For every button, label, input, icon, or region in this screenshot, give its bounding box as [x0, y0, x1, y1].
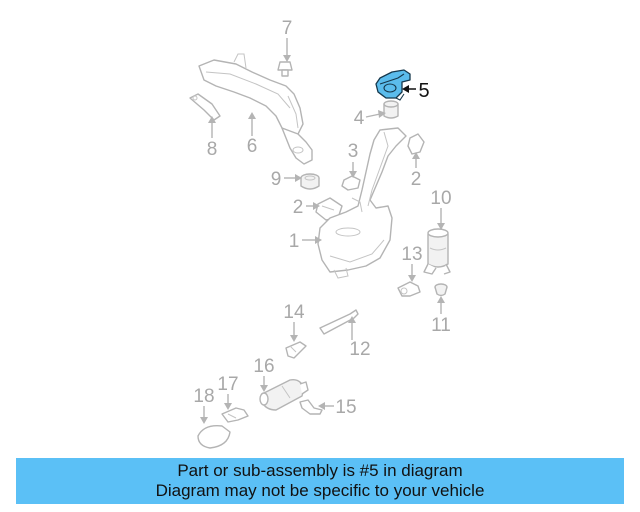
leader-lines	[200, 38, 445, 424]
part-9-grommet	[300, 173, 320, 190]
part-13-connector	[397, 281, 421, 297]
callout-15: 15	[335, 397, 356, 418]
callout-14: 14	[283, 302, 305, 323]
part-10-washer-pump	[423, 228, 451, 275]
callout-10: 10	[430, 188, 451, 209]
callout-8: 8	[207, 139, 218, 160]
part-2-clip-right	[407, 133, 425, 155]
callout-4: 4	[354, 108, 365, 129]
part-7-bolt	[277, 61, 293, 77]
callout-16: 16	[253, 356, 274, 377]
part-17-nozzle	[221, 407, 249, 423]
callout-7: 7	[282, 18, 293, 39]
callout-5-highlighted: 5	[418, 80, 429, 102]
callout-18: 18	[193, 386, 214, 407]
part-16-pump	[259, 378, 309, 411]
callout-1: 1	[289, 231, 300, 252]
part-11-seal	[434, 283, 448, 297]
banner-disclaimer-line: Diagram may not be specific to your vehi…	[155, 481, 485, 500]
callout-11: 11	[431, 315, 451, 336]
callout-2-right: 2	[411, 169, 422, 190]
info-banner: Part or sub-assembly is #5 in diagram Di…	[16, 458, 624, 504]
callout-3: 3	[348, 141, 359, 162]
callout-2-left: 2	[293, 197, 304, 218]
part-8-strap	[189, 93, 221, 121]
part-14-fitting	[285, 341, 307, 359]
banner-part-line: Part or sub-assembly is #5 in diagram	[177, 461, 463, 480]
callout-13: 13	[401, 244, 422, 265]
part-1-reservoir-tank	[317, 127, 407, 279]
callout-17: 17	[217, 374, 238, 395]
part-12-tube	[319, 309, 359, 335]
part-4-filler-cap	[383, 100, 399, 119]
callout-12: 12	[349, 339, 370, 360]
callout-6: 6	[247, 136, 258, 157]
parts-diagram: 7 8 6 9 3 2 2 4 1 10 13 11 12 14 16 15 1…	[189, 18, 452, 449]
callout-9: 9	[271, 169, 282, 190]
part-15-hose	[299, 399, 323, 415]
part-5-highlighted-bracket[interactable]	[375, 69, 411, 101]
part-18-cover	[197, 425, 231, 449]
part-6-bracket	[198, 53, 313, 165]
part-3-clip	[341, 175, 361, 191]
callout-labels: 7 8 6 9 3 2 2 4 1 10 13 11 12 14 16 15 1…	[193, 18, 451, 418]
